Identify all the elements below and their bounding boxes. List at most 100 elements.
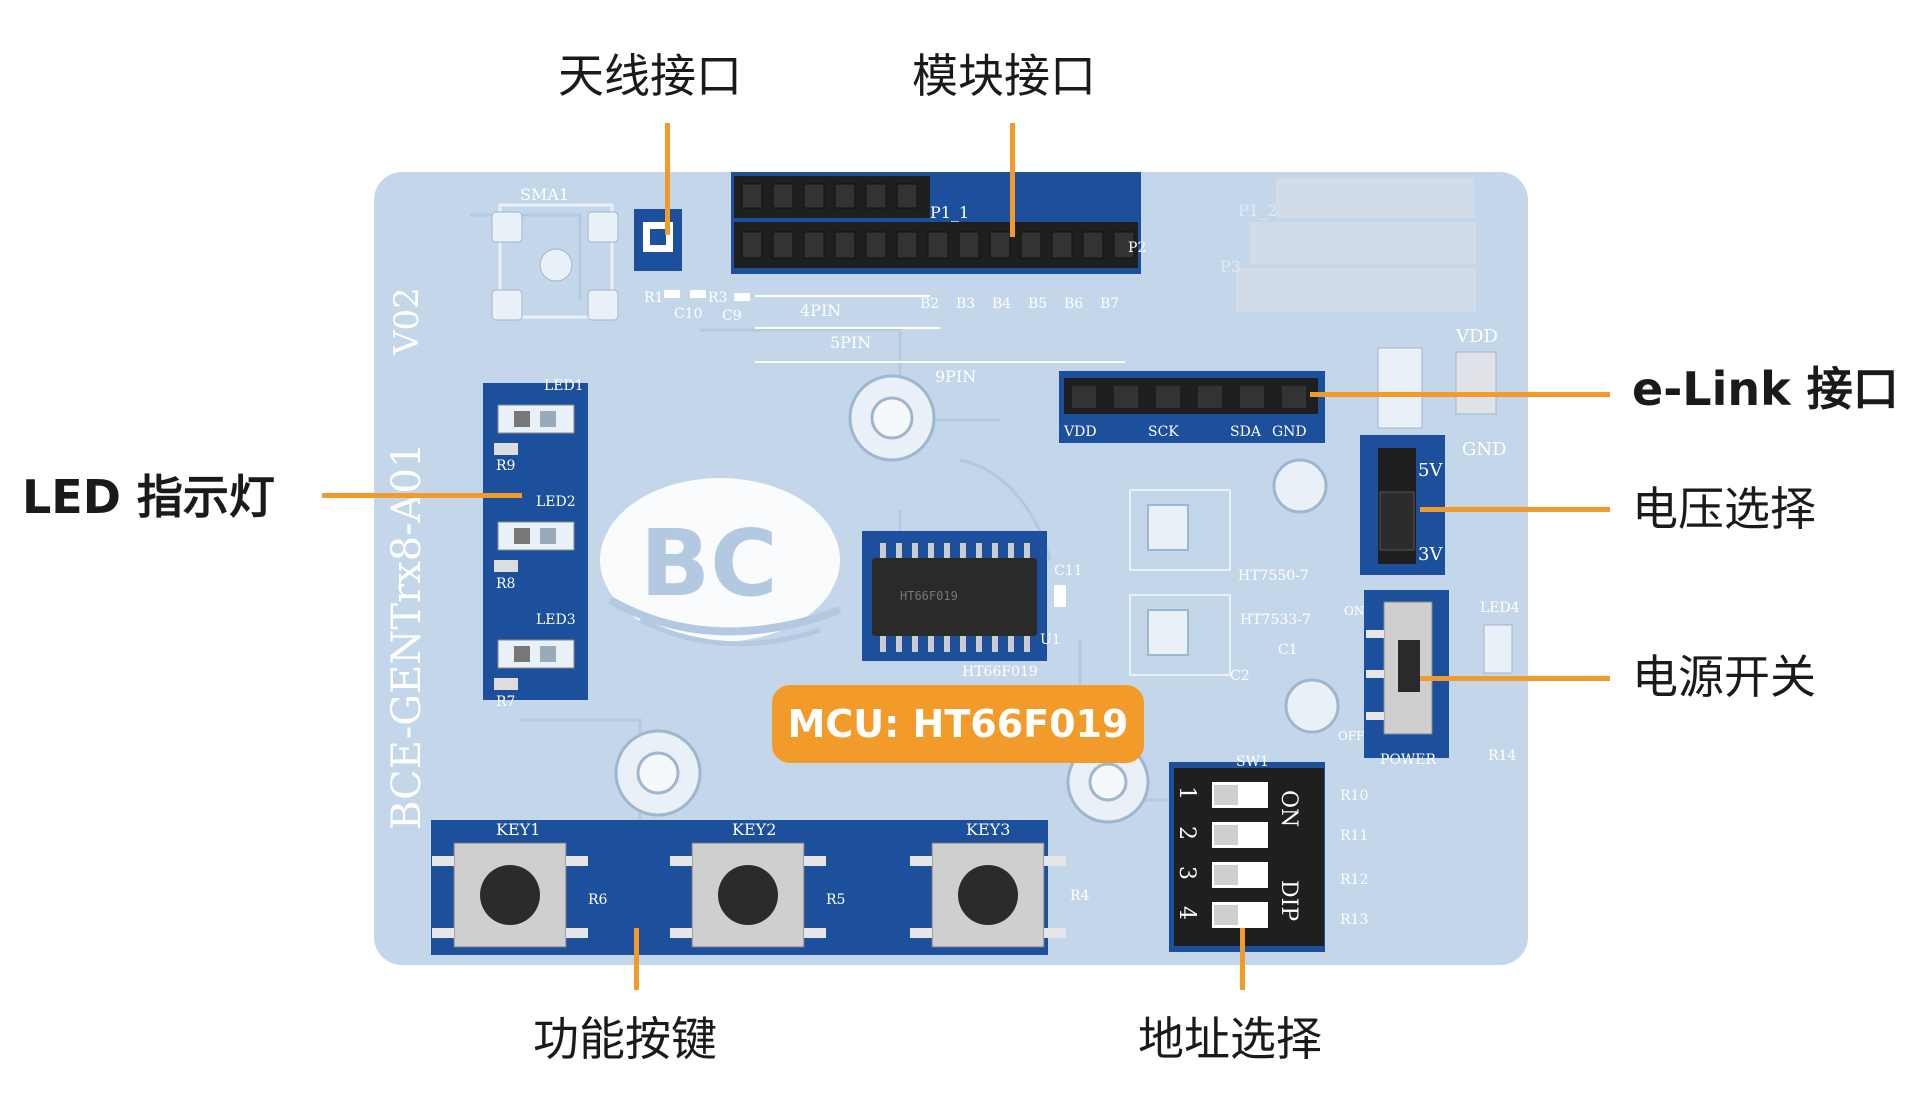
svg-text:4PIN: 4PIN — [800, 301, 841, 320]
svg-text:P2: P2 — [1128, 240, 1146, 256]
chip-pin — [1024, 543, 1030, 559]
svg-text:LED2: LED2 — [536, 494, 576, 510]
resistor — [494, 560, 518, 572]
svg-text:POWER: POWER — [1380, 752, 1437, 768]
header-pin — [1082, 231, 1104, 259]
b-label: B4 — [992, 296, 1011, 312]
address-leader — [1240, 928, 1245, 990]
svg-text:R12: R12 — [1340, 872, 1368, 888]
b-label: B2 — [920, 296, 939, 312]
key-leg — [910, 856, 932, 866]
dip-lever — [1214, 785, 1238, 805]
key-leg — [804, 928, 826, 938]
header-pin — [1113, 231, 1135, 259]
svg-text:C10: C10 — [674, 306, 703, 322]
elink-pin — [1072, 386, 1096, 408]
svg-text:U1: U1 — [1040, 632, 1061, 648]
address-callout: 地址选择 — [1138, 1012, 1322, 1066]
led4-area: LED4 R14 — [1480, 600, 1520, 764]
svg-text:C9: C9 — [722, 308, 742, 324]
chip-pin — [944, 636, 950, 652]
key-strip: KEY1 KEY2 KEY3 R6 R5 R4 — [431, 820, 1090, 955]
tactile-switch — [691, 842, 805, 948]
svg-text:9PIN: 9PIN — [935, 367, 976, 386]
svg-text:BC: BC — [640, 510, 778, 617]
svg-text:R4: R4 — [1070, 888, 1090, 904]
module-callout: 模块接口 — [912, 49, 1096, 103]
header-pin — [1020, 231, 1042, 259]
chip-pin — [1008, 636, 1014, 652]
svg-text:KEY2: KEY2 — [732, 820, 776, 839]
sma-footprint: SMA1 — [491, 185, 619, 321]
version-silk: V02 — [387, 287, 427, 356]
header-pin — [803, 231, 825, 259]
svg-text:P1_1: P1_1 — [930, 203, 969, 222]
key-cap — [958, 865, 1018, 925]
header-pin — [834, 183, 856, 209]
dip-lever — [1214, 905, 1238, 925]
mcu-chip: HT66F019 U1 C11 HT66F019 — [862, 531, 1083, 680]
header-pin — [741, 231, 763, 259]
key-leg — [1044, 856, 1066, 866]
dip-lever — [1214, 825, 1238, 845]
sma-label: SMA1 — [520, 185, 569, 204]
svg-text:5PIN: 5PIN — [830, 333, 871, 352]
elink-pin — [1114, 386, 1138, 408]
chip-pin — [976, 636, 982, 652]
svg-text:R11: R11 — [1340, 828, 1368, 844]
chip-pin — [896, 636, 902, 652]
elink-pin-label: VDD — [1063, 424, 1097, 440]
led-die — [514, 411, 530, 427]
svg-text:LED1: LED1 — [544, 378, 584, 394]
b-label: B6 — [1064, 296, 1083, 312]
elink-pin — [1198, 386, 1222, 408]
key-leg — [670, 928, 692, 938]
header-pin — [803, 183, 825, 209]
svg-text:HT66F019: HT66F019 — [962, 664, 1038, 680]
key-leg — [910, 928, 932, 938]
header-pin — [834, 231, 856, 259]
dip-lever — [1214, 865, 1238, 885]
antenna-connector — [634, 209, 682, 271]
chip-pin — [896, 543, 902, 559]
svg-text:P3: P3 — [1220, 257, 1241, 276]
svg-text:R7: R7 — [496, 694, 515, 710]
keys-callout: 功能按键 — [533, 1012, 717, 1066]
svg-text:LED4: LED4 — [1480, 600, 1520, 616]
chip-pin — [992, 636, 998, 652]
svg-text:C1: C1 — [1278, 642, 1298, 658]
led-package — [497, 639, 575, 669]
header-pin — [741, 183, 763, 209]
led-die — [514, 528, 530, 544]
elink-pin — [1240, 386, 1264, 408]
header-pin — [896, 231, 918, 259]
module-header: P1_1 P2 — [731, 172, 1146, 274]
antenna-leader — [665, 123, 670, 235]
voltage-callout: 电压选择 — [1632, 482, 1816, 536]
led-callout: LED 指示灯 — [22, 470, 275, 524]
chip-pin — [912, 636, 918, 652]
key-leg — [1044, 928, 1066, 938]
chip-pin — [960, 543, 966, 559]
svg-text:LED3: LED3 — [536, 612, 576, 628]
faded-header: P1_2 P3 — [1220, 178, 1476, 312]
header-pin — [927, 231, 949, 259]
dip-number: 1 — [1174, 786, 1199, 800]
chip-pin — [912, 543, 918, 559]
chip-pin — [1008, 543, 1014, 559]
led-die — [514, 646, 530, 662]
led-die — [540, 411, 556, 427]
svg-text:R10: R10 — [1340, 788, 1368, 804]
header-pin — [865, 183, 887, 209]
chip-pin — [976, 543, 982, 559]
elink-callout: e-Link 接口 — [1632, 362, 1899, 416]
svg-text:R8: R8 — [496, 576, 515, 592]
resistor — [494, 443, 518, 455]
mounting-holes — [614, 374, 1340, 824]
chip-pin — [1024, 636, 1030, 652]
svg-text:C11: C11 — [1054, 563, 1083, 579]
